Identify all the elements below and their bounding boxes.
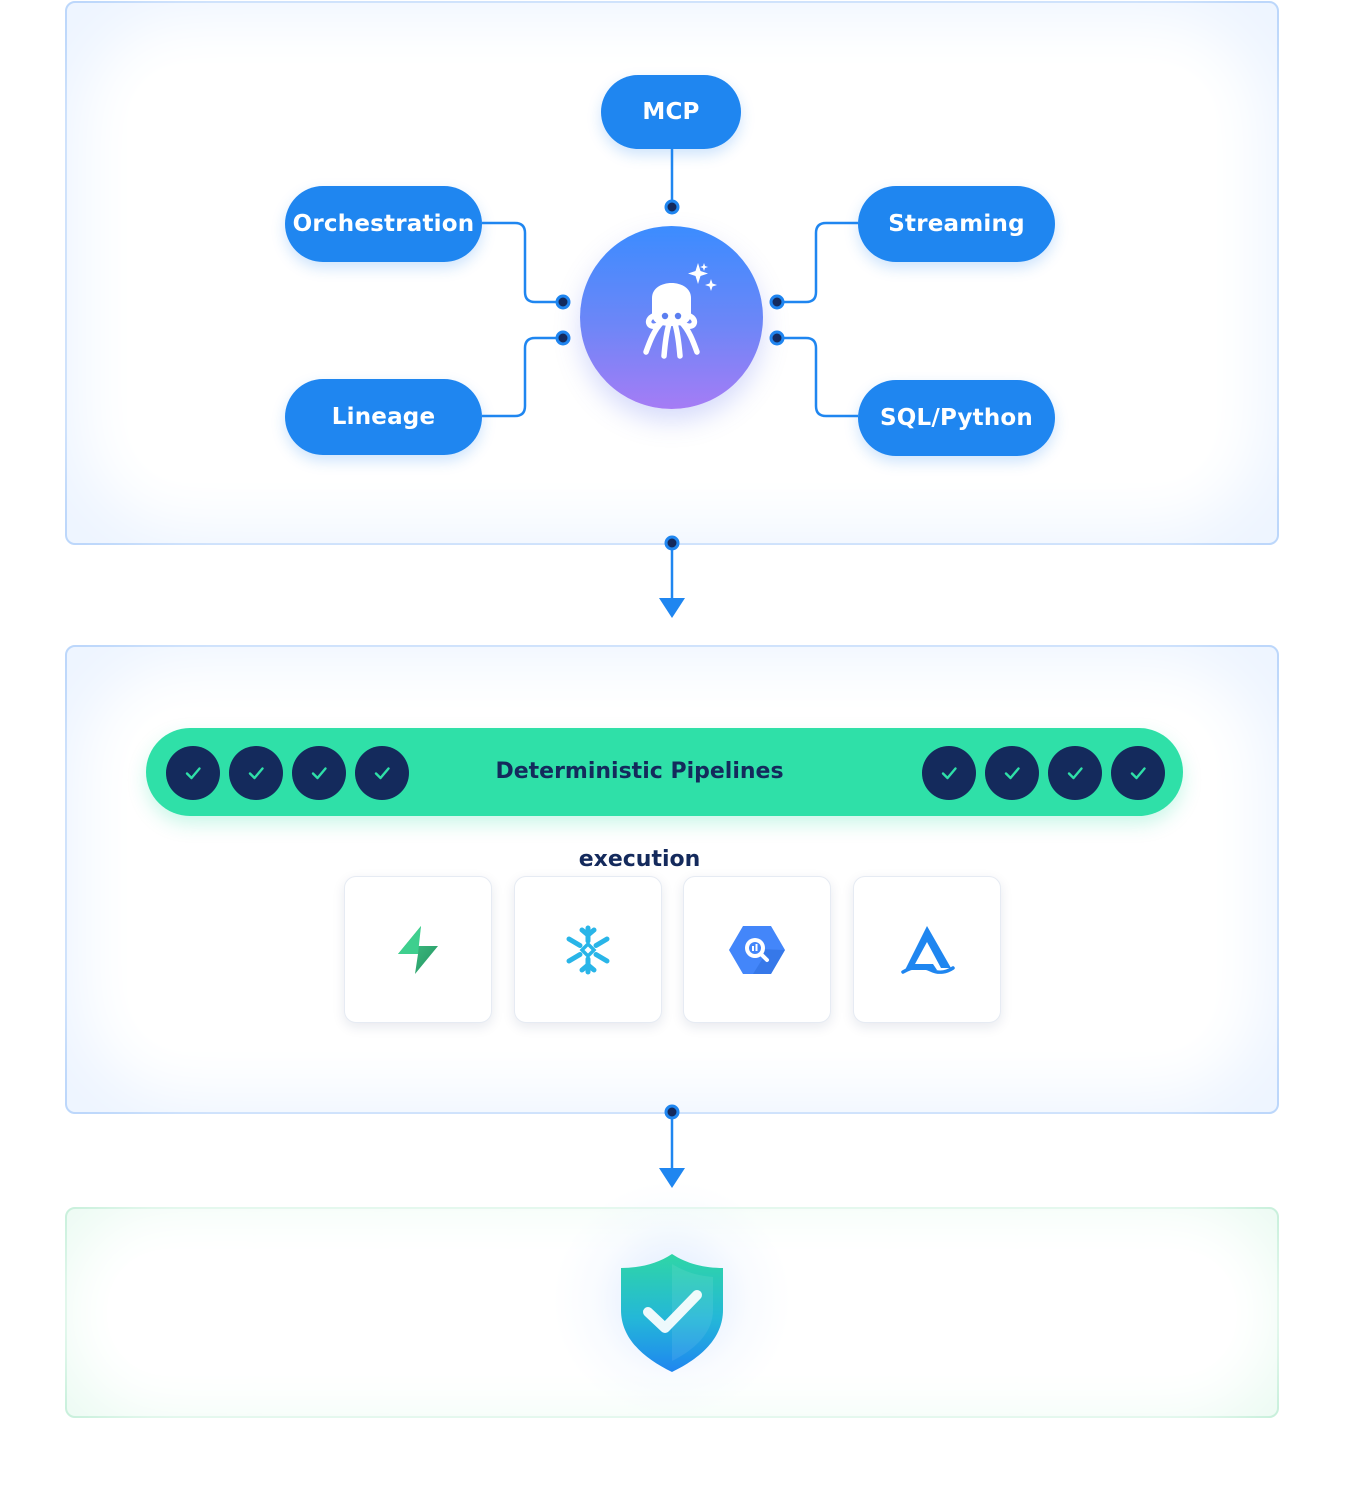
octopus-mascot-sparkle-icon	[643, 263, 717, 359]
engine-card-athena	[853, 876, 1001, 1023]
checkmark-icon	[922, 746, 976, 800]
arrow-down-icon	[659, 598, 685, 618]
checkmark-icon	[229, 746, 283, 800]
checkmark-icon	[1111, 746, 1165, 800]
checkmark-icon	[355, 746, 409, 800]
engine-card-snowflake	[514, 876, 662, 1023]
checkmark-icon	[985, 746, 1039, 800]
node-orchestration: Orchestration	[285, 186, 482, 262]
node-mcp: MCP	[601, 75, 741, 149]
engine-card-supabase	[344, 876, 492, 1023]
shield-check-icon	[621, 1254, 723, 1372]
node-sqlpython: SQL/Python	[858, 380, 1055, 456]
node-lineage: Lineage	[285, 379, 482, 455]
pipeline-execution-bar: Deterministic Pipelines execution	[146, 728, 1183, 872]
engine-card-bigquery	[683, 876, 831, 1023]
athena-icon	[901, 925, 955, 974]
bigquery-icon	[729, 925, 785, 974]
snowflake-icon	[566, 925, 610, 974]
node-streaming: Streaming	[858, 186, 1055, 262]
supabase-bolt-icon	[398, 925, 438, 974]
checkmark-icon	[1048, 746, 1102, 800]
checkmark-icon	[292, 746, 346, 800]
checkmark-icon	[166, 746, 220, 800]
agent-hub	[580, 226, 763, 409]
pipeline-label: Deterministic Pipelines execution	[495, 759, 784, 872]
